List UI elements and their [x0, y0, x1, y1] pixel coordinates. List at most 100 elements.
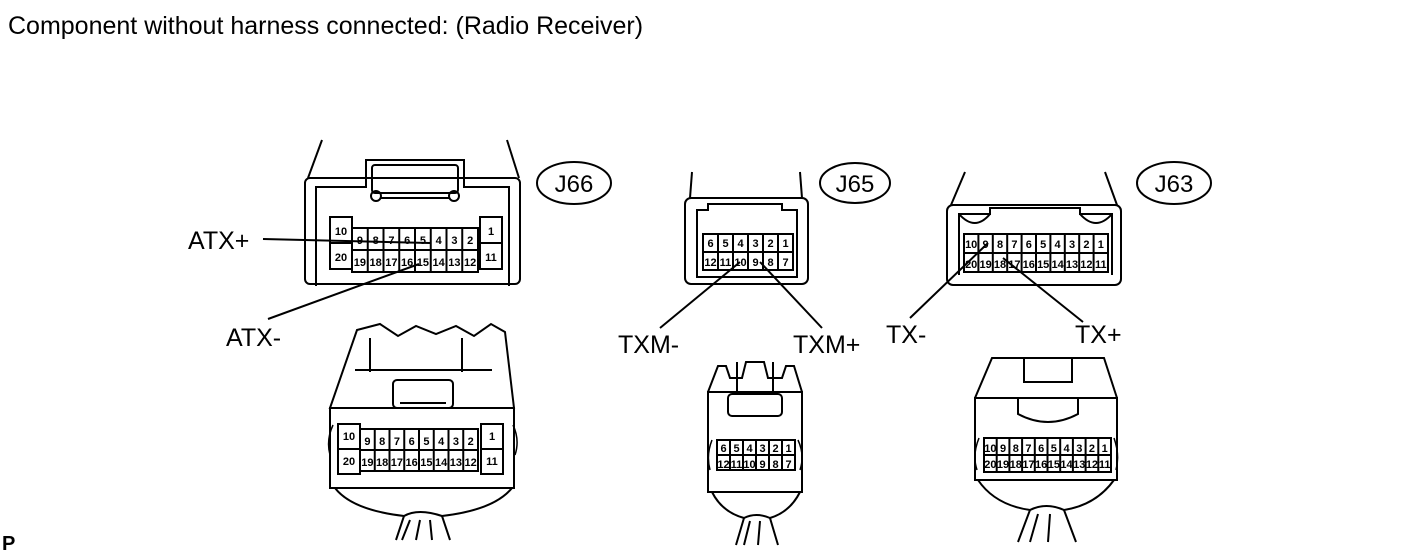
tx-plus-leader	[1002, 257, 1084, 323]
j63-harness-pin-9: 9	[1000, 443, 1006, 455]
j65-harness-pin-7: 7	[785, 459, 791, 471]
j66-face-pin-20: 20	[335, 252, 347, 264]
j66-face-pin-1: 1	[488, 226, 494, 238]
j63-harness-pin-20: 20	[984, 459, 996, 471]
j66-face-pin-18: 18	[370, 257, 382, 269]
j66-harness-pin-3: 3	[453, 436, 459, 448]
j66-harness-pin-10: 10	[343, 431, 355, 443]
j65-harness-pin-5: 5	[733, 443, 739, 455]
j65-face-pin-4: 4	[737, 238, 744, 250]
j66-harness-pin-16: 16	[406, 457, 418, 469]
j63-face-pin-7: 7	[1011, 239, 1017, 251]
j63-harness-pin-10: 10	[984, 443, 996, 455]
j66-harness-pin-11: 11	[486, 456, 498, 468]
j63-face-pin-1: 1	[1098, 239, 1104, 251]
txm-plus-label: TXM+	[793, 331, 860, 359]
j65-harness-pin-9: 9	[759, 459, 765, 471]
j63-harness-pin-4: 4	[1063, 443, 1070, 455]
j65-face-pin-2: 2	[767, 238, 773, 250]
j63-harness-pin-6: 6	[1038, 443, 1044, 455]
j63-harness-pin-14: 14	[1060, 459, 1073, 471]
j63-harness-pin-5: 5	[1051, 443, 1057, 455]
j63-face-pin-13: 13	[1066, 259, 1078, 271]
j65-face-pin-10: 10	[734, 257, 746, 269]
j65-harness-pin-4: 4	[746, 443, 753, 455]
j66-face-pin-13: 13	[448, 257, 460, 269]
j65-harness-pin-6: 6	[720, 443, 726, 455]
j66-face-pin-10: 10	[335, 226, 347, 238]
j66-harness-pin-1: 1	[489, 431, 495, 443]
j63-harness-connector	[974, 357, 1119, 543]
j66-face-pin-19: 19	[354, 257, 366, 269]
j66-face-pin-4: 4	[436, 235, 443, 247]
j66-face-pin-2: 2	[467, 235, 473, 247]
j66-harness-pin-18: 18	[376, 457, 388, 469]
j63-harness-pin-16: 16	[1035, 459, 1047, 471]
j66-face-pin-6: 6	[404, 235, 410, 247]
tx-plus-label: TX+	[1075, 321, 1122, 349]
j63-face-pin-5: 5	[1040, 239, 1046, 251]
j66-id: J66	[555, 171, 594, 198]
txm-minus-leader	[659, 261, 741, 329]
j66-harness-pin-5: 5	[423, 436, 429, 448]
j63-face-pin-6: 6	[1026, 239, 1032, 251]
j66-face-pin-11: 11	[485, 252, 497, 264]
tx-minus-label: TX-	[886, 321, 926, 349]
j65-face-pin-6: 6	[707, 238, 713, 250]
j65-face-pin-3: 3	[752, 238, 758, 250]
j66-face-pin-5: 5	[420, 235, 426, 247]
j63-face-pin-2: 2	[1083, 239, 1089, 251]
j66-face-pin-7: 7	[388, 235, 394, 247]
j65-harness-connector	[707, 361, 803, 546]
j63-harness-pin-8: 8	[1013, 443, 1019, 455]
j65-face-pin-8: 8	[767, 257, 773, 269]
j63-harness-pin-12: 12	[1086, 459, 1098, 471]
j63-harness-pin-7: 7	[1025, 443, 1031, 455]
j63-harness-pin-18: 18	[1010, 459, 1022, 471]
j66-harness-pin-13: 13	[450, 457, 462, 469]
atx-plus-label: ATX+	[188, 227, 249, 255]
j66-harness-pin-8: 8	[379, 436, 385, 448]
j63-face-pin-17: 17	[1008, 259, 1020, 271]
txm-plus-leader	[759, 261, 823, 329]
j65-id-bubble	[819, 162, 891, 204]
j63-face-pin-18: 18	[994, 259, 1006, 271]
j66-harness-pin-19: 19	[361, 457, 373, 469]
j63-harness-pin-17: 17	[1022, 459, 1034, 471]
j65-harness-pin-11: 11	[731, 459, 743, 471]
j63-harness-pin-15: 15	[1048, 459, 1060, 471]
atx-plus-leader	[262, 238, 431, 244]
j65-harness-pin-10: 10	[743, 459, 755, 471]
j66-face	[304, 139, 521, 286]
j66-harness-pin-15: 15	[420, 457, 432, 469]
j66-harness-pin-9: 9	[364, 436, 370, 448]
j65-face-pin-11: 11	[720, 257, 732, 269]
atx-minus-leader	[267, 263, 420, 320]
j63-harness-pin-1: 1	[1102, 443, 1108, 455]
j63-face	[946, 171, 1122, 286]
j63-face-pin-12: 12	[1080, 259, 1092, 271]
j63-face-pin-10: 10	[965, 239, 977, 251]
j63-harness-pin-2: 2	[1089, 443, 1095, 455]
j66-face-pin-17: 17	[385, 257, 397, 269]
j63-harness-pin-13: 13	[1073, 459, 1085, 471]
j65-harness-pin-2: 2	[772, 443, 778, 455]
j63-harness-pin-11: 11	[1099, 459, 1111, 471]
j65-harness-pin-8: 8	[772, 459, 778, 471]
j66-id-bubble	[536, 161, 612, 205]
j63-harness-pin-3: 3	[1076, 443, 1082, 455]
j66-harness-connector	[327, 322, 518, 541]
j65-harness-pin-12: 12	[717, 459, 729, 471]
diagram-title: Component without harness connected: (Ra…	[8, 12, 644, 40]
txm-minus-label: TXM-	[618, 331, 679, 359]
j63-harness-pin-19: 19	[997, 459, 1009, 471]
j66-harness-pin-4: 4	[438, 436, 445, 448]
j66-harness-pin-6: 6	[409, 436, 415, 448]
j66-harness-pin-17: 17	[391, 457, 403, 469]
j66-harness-pin-14: 14	[435, 457, 448, 469]
j63-id: J63	[1155, 171, 1194, 198]
j63-face-pin-15: 15	[1037, 259, 1049, 271]
j63-face-pin-11: 11	[1095, 259, 1107, 271]
atx-minus-label: ATX-	[226, 324, 281, 352]
